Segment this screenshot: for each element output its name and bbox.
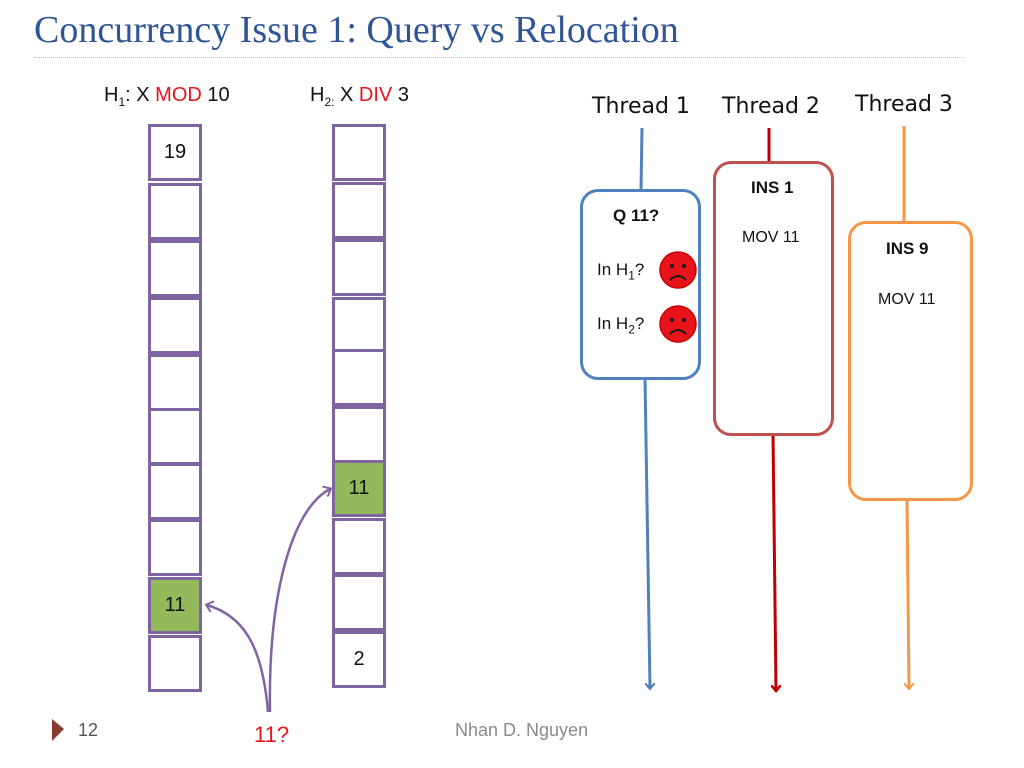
in-h1-prefix: In H (597, 260, 629, 279)
table-cell: 19 (148, 124, 202, 181)
thread-2-line-bottom (773, 433, 776, 690)
h2-sub: 2: (324, 95, 335, 109)
sad-face-icon (659, 305, 697, 343)
h1-sub: 1 (118, 95, 126, 109)
thread-3-label: Thread 3 (855, 92, 953, 117)
author: Nhan D. Nguyen (455, 720, 589, 740)
h1-op: MOD (155, 84, 202, 106)
query-arrow-to-h2 (268, 489, 330, 713)
in-h2-prefix: In H (597, 314, 629, 333)
thread-3-title: INS 9 (886, 239, 929, 258)
h1-prefix: H (104, 84, 119, 106)
thread-1-line-top (639, 127, 644, 191)
table-cell (332, 518, 386, 575)
table-cell (332, 182, 386, 239)
thread-3-line-bottom (907, 499, 909, 688)
h2-prefix: H (310, 84, 325, 106)
table-cell (148, 297, 202, 354)
table-cell: 2 (332, 631, 386, 688)
table-cell: 11 (332, 460, 386, 517)
title-divider (34, 57, 964, 58)
h1-label: H1: X MOD 10 (104, 84, 230, 109)
thread-1-label: Thread 1 (592, 94, 690, 119)
table-cell (332, 239, 386, 296)
thread-1-line-bottom (643, 377, 650, 688)
thread-2-label: Thread 2 (722, 94, 820, 119)
thread-2-insert-box (713, 161, 834, 436)
in-h2-suffix: ? (634, 314, 645, 333)
h1-pre: : X (125, 84, 156, 106)
h2-pre: X (334, 84, 359, 106)
table-cell (332, 574, 386, 631)
h2-label: H2: X DIV 3 (310, 84, 409, 109)
table-cell (332, 349, 386, 406)
sad-face-icon (659, 251, 697, 289)
in-h1-sub: 1 (628, 268, 635, 283)
query-title: Q 11? (613, 206, 660, 225)
h2-post: 3 (392, 84, 409, 106)
table-cell (148, 240, 202, 297)
thread-2-title: INS 1 (751, 178, 794, 197)
thread-3-insert-box (848, 221, 973, 501)
table-cell (332, 124, 386, 181)
table-cell: 11 (148, 577, 202, 634)
query-arrow-to-h1 (207, 605, 270, 713)
page-number: 12 (78, 720, 99, 740)
thread-2-text: MOV 11 (742, 229, 800, 246)
in-h1-text: In H1? (597, 260, 644, 282)
in-h1-suffix: ? (634, 260, 645, 279)
thread-3-text: MOV 11 (878, 291, 936, 308)
table-cell (148, 635, 202, 692)
in-h2-text: In H2? (597, 314, 644, 336)
h2-op: DIV (358, 84, 393, 106)
table-cell (148, 519, 202, 576)
h1-post: 10 (201, 84, 230, 106)
query-label: 11? (254, 722, 290, 747)
slide-title: Concurrency Issue 1: Query vs Relocation (34, 9, 679, 51)
table-cell (148, 463, 202, 520)
in-h2-sub: 2 (628, 322, 635, 337)
table-cell (332, 297, 386, 354)
table-cell (148, 183, 202, 240)
